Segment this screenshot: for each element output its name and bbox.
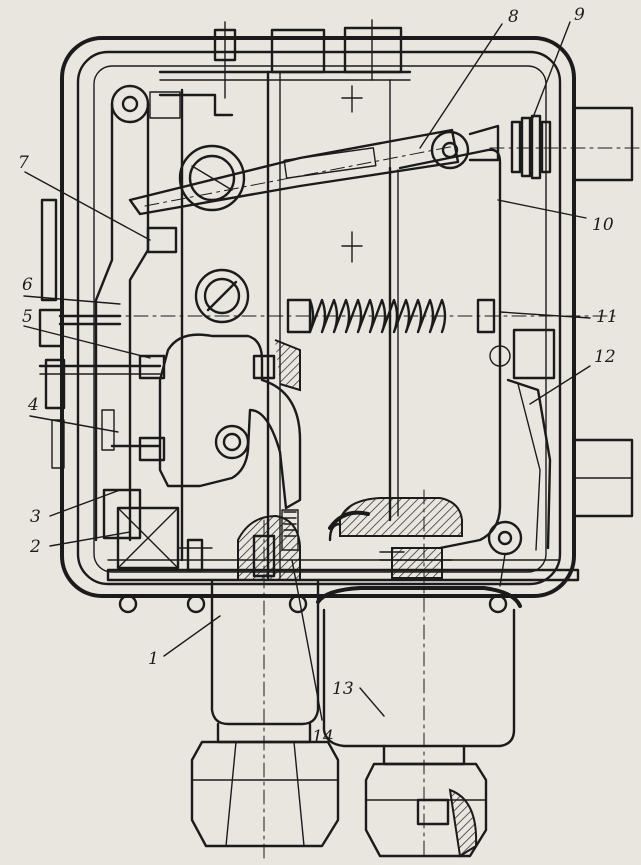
callout-10: 10	[592, 215, 614, 235]
callout-8: 8	[508, 7, 519, 27]
leader-lines	[23, 21, 591, 721]
compression-spring	[58, 298, 621, 334]
callout-1: 1	[148, 649, 159, 669]
frame-bracket	[106, 70, 580, 582]
small-parts	[177, 85, 511, 572]
callout-12: 12	[594, 347, 616, 367]
right-bracket	[388, 148, 556, 587]
inlet-fitting-1	[190, 509, 340, 861]
adjusting-screw	[194, 268, 250, 324]
diaphragm-chamber-13	[316, 489, 522, 861]
upper-roller	[178, 144, 246, 212]
callout-11: 11	[596, 307, 618, 327]
callout-9: 9	[574, 5, 585, 25]
callout-14: 14	[312, 727, 334, 747]
adjusting-spring	[489, 114, 641, 180]
callout-5: 5	[22, 307, 33, 327]
callout-13: 13	[332, 679, 354, 699]
cam-plate	[38, 333, 302, 510]
callout-labels: 7 6 5 4 3 2 1 8 9 10 11 12 13 14	[18, 5, 618, 747]
callout-4: 4	[27, 395, 39, 415]
callout-6: 6	[22, 275, 33, 295]
callout-7: 7	[18, 153, 29, 173]
left-mechanism	[94, 84, 234, 570]
callout-3: 3	[30, 507, 41, 527]
callout-2: 2	[29, 537, 41, 557]
lever	[128, 124, 500, 216]
